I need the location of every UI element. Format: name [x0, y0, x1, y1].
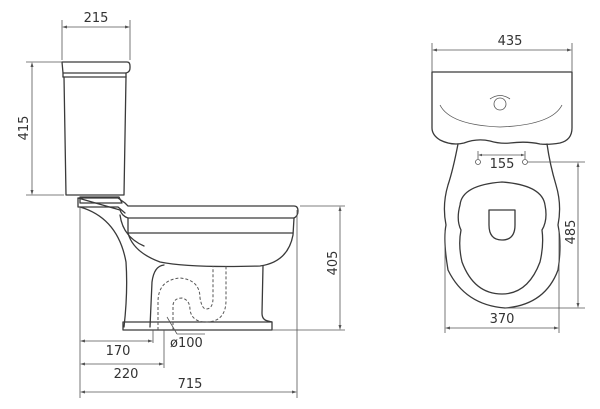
flush-button	[493, 97, 507, 111]
dim-cistern-width: 435	[498, 34, 523, 49]
drain-outline	[488, 209, 516, 241]
fixing-hole-left	[475, 159, 481, 165]
fixing-hole-right	[522, 159, 528, 165]
top-view	[431, 71, 573, 309]
side-view	[61, 61, 299, 331]
top-view-dimensions: 435 155 485 370	[431, 34, 585, 333]
cistern-lid	[61, 61, 131, 74]
bowl	[127, 217, 295, 268]
dim-cistern-depth: 215	[84, 11, 109, 26]
dim-cistern-height: 415	[17, 116, 32, 141]
base-plate	[122, 321, 273, 331]
dim-outlet-220: 220	[114, 367, 139, 382]
cistern-body	[63, 76, 127, 196]
seat-opening	[457, 181, 547, 295]
dim-fixing-holes: 155	[490, 157, 515, 172]
side-view-dimensions: 215 415 405 170 ø100 220	[17, 11, 345, 398]
dim-pan-width: 370	[490, 312, 515, 327]
trap-dashed	[157, 266, 214, 330]
dim-overall-depth: 715	[178, 377, 203, 392]
dim-pan-height: 405	[326, 251, 341, 276]
cistern-top	[431, 71, 573, 145]
dim-seat-length: 485	[564, 220, 579, 245]
dim-outlet-170: 170	[106, 344, 131, 359]
dim-outlet-diameter: ø100	[170, 336, 203, 351]
